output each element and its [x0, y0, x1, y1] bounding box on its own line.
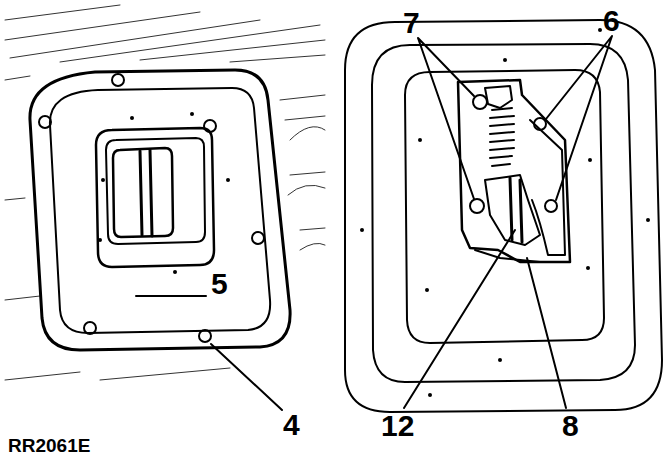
panel-grain [5, 5, 325, 380]
figure-code: RR2061E [8, 436, 90, 455]
callout-number: 6 [603, 6, 620, 36]
escutcheon-inner [50, 88, 270, 333]
handle-lever [113, 148, 173, 237]
latch-foot [475, 250, 540, 262]
leader-5 [136, 295, 206, 297]
escutcheon-outline [30, 70, 290, 350]
callout-number: 5 [211, 269, 228, 299]
leader-6 [546, 36, 612, 200]
handle-grip [140, 150, 152, 236]
handle-recess [96, 128, 214, 267]
handle-recess-inner [106, 138, 205, 244]
plate-raised [372, 44, 635, 382]
callout-number: 8 [562, 411, 579, 441]
plate-outline [345, 20, 662, 412]
leader-8 [527, 258, 566, 408]
latch-rod [510, 178, 522, 242]
latch-spring [490, 108, 514, 166]
leader-7 [418, 38, 474, 199]
leader-4 [211, 344, 282, 410]
plate-inner [405, 70, 604, 343]
screws-6 [534, 118, 557, 212]
screws-4 [39, 74, 264, 342]
leader-12 [404, 230, 515, 408]
latch-body [458, 80, 570, 262]
plate-dots [360, 28, 650, 397]
callout-number: 7 [403, 8, 420, 38]
rivet-dots [98, 112, 230, 274]
callout-number: 4 [283, 410, 300, 440]
callout-number: 12 [381, 411, 414, 441]
latch-pawl [485, 86, 512, 108]
